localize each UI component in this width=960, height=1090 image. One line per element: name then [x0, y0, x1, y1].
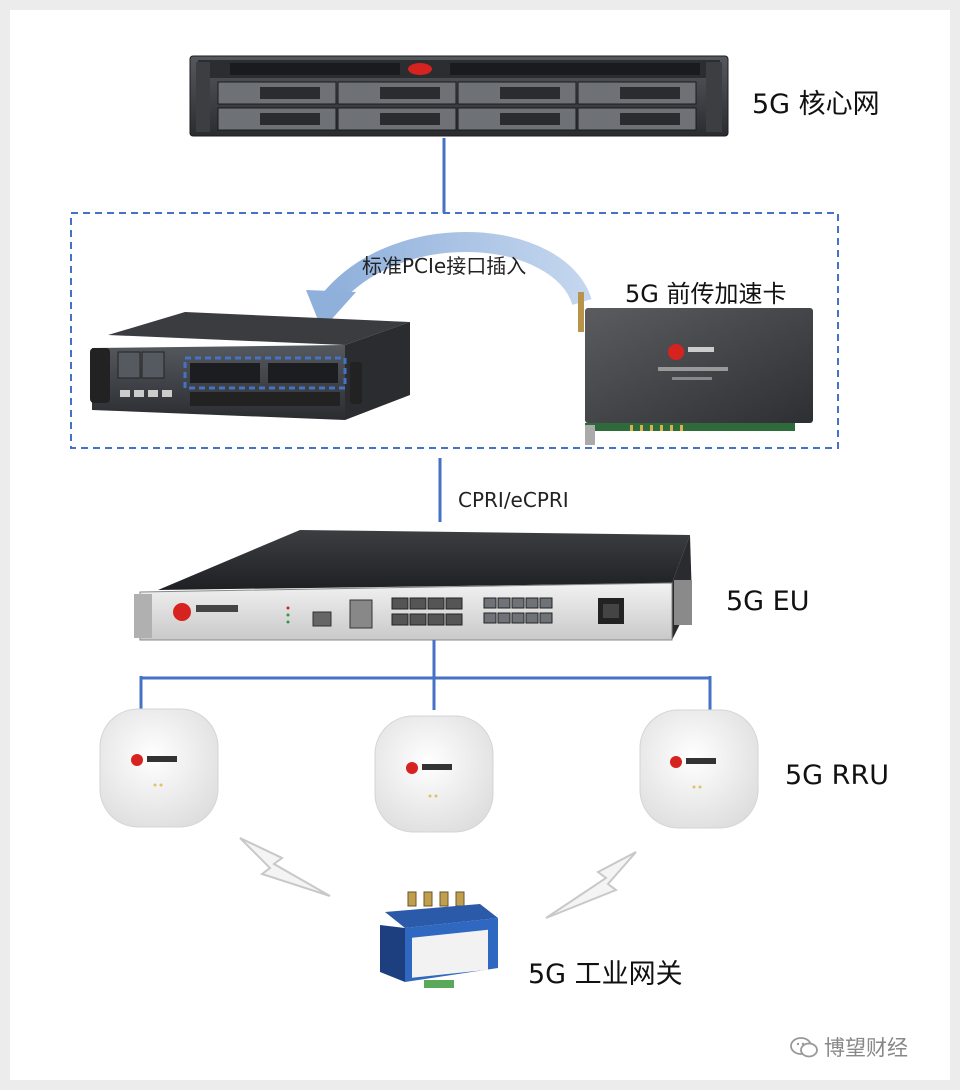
core-network-server: [189, 55, 729, 137]
fronthaul-card-label: 5G 前传加速卡: [625, 280, 787, 308]
rru-label: 5G RRU: [785, 760, 889, 791]
wechat-icon: [790, 1037, 818, 1058]
industrial-gateway: [380, 891, 498, 988]
wireless-link-right-icon: [545, 851, 637, 919]
pcie-insert-label: 标准PCIe接口插入: [362, 254, 527, 278]
pcie-slot-highlight: [183, 356, 347, 390]
core-network-label: 5G 核心网: [752, 89, 880, 120]
rru-unit-3: [639, 709, 759, 829]
fronthaul-acceleration-card: [578, 292, 813, 445]
server-vent: [230, 63, 700, 75]
card-logo: [668, 344, 684, 360]
eu-logo: [173, 603, 191, 621]
watermark-text: 博望财经: [824, 1036, 908, 1060]
rru-unit-1: [99, 708, 219, 828]
host-server: [90, 312, 410, 420]
wireless-link-left-icon: [239, 837, 331, 897]
wireless-link-icons: [239, 837, 637, 919]
cpri-label: CPRI/eCPRI: [458, 488, 569, 512]
watermark: 博望财经: [790, 1032, 908, 1062]
rru-unit-2: [374, 715, 494, 833]
host-group-box: [70, 212, 839, 449]
eu-unit: [134, 530, 692, 641]
eu-label: 5G EU: [726, 586, 810, 617]
eu-to-rru-links: [139, 640, 712, 712]
server-logo: [408, 63, 432, 75]
gateway-label: 5G 工业网关: [528, 959, 683, 990]
